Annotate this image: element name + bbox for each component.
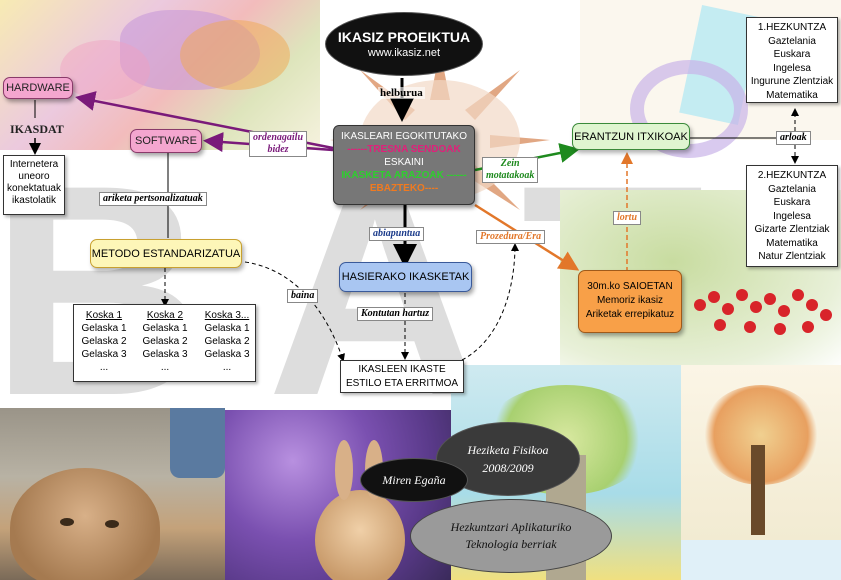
heziketa-line1: Heziketa Fisikoa	[468, 443, 549, 458]
center-line4: IKASKETA ARAZOAK ------	[334, 169, 474, 182]
label-arloak: arloak	[776, 131, 811, 145]
title-main: IKASIZ PROEIKTUA	[338, 29, 470, 45]
subject-item: Ingelesa	[747, 210, 837, 224]
edge-baina	[245, 262, 343, 360]
center-line1: IKASLEARI EGOKITUTAKO	[334, 130, 474, 143]
internet-line: Internetera	[4, 159, 64, 171]
gelaska-item: Gelaska 2	[198, 335, 256, 348]
title-url: www.ikasiz.net	[368, 47, 440, 59]
ikasleen-node[interactable]: IKASLEEN IKASTE ESTILO ETA ERRITMOA	[340, 360, 464, 393]
metodo-label: METODO ESTANDARIZATUA	[92, 248, 241, 260]
hasierako-label: HASIERAKO IKASKETAK	[342, 271, 470, 283]
label-baina: baina	[287, 289, 318, 303]
subject-item: Matematika	[747, 89, 837, 103]
label-prozedura: Prozedura/Era	[476, 230, 545, 244]
gelaska-item: Gelaska 3	[198, 348, 256, 361]
gelaska-item: ...	[137, 361, 193, 374]
hezkuntzari-line1: Hezkuntzari Aplikaturiko	[451, 520, 572, 535]
subject-item: Euskara	[747, 48, 837, 62]
heziketa-line2: 2008/2009	[482, 461, 533, 476]
erantzun-node[interactable]: ERANTZUN ITXIKOAK	[572, 123, 690, 150]
software-label: SOFTWARE	[135, 135, 197, 147]
label-ordenagailu: ordenagailu bidez	[249, 131, 307, 157]
title-ellipse: IKASIZ PROEIKTUA www.ikasiz.net	[325, 12, 483, 76]
koska-column: Koska 1 Gelaska 1 Gelaska 2 Gelaska 3 ..…	[76, 309, 132, 374]
metodo-node[interactable]: METODO ESTANDARIZATUA	[90, 239, 242, 268]
subject-item: Natur Zlentziak	[747, 250, 837, 264]
internet-schools-box: Internetera uneoro konektatuak ikastolat…	[3, 155, 65, 215]
gelaska-item: ...	[198, 361, 256, 374]
author-ellipse: Miren Egaña	[360, 458, 468, 502]
internet-line: ikastolatik	[4, 195, 64, 207]
hezkuntzari-line2: Teknologia berriak	[465, 537, 556, 552]
label-zein: Zein motatakoak	[482, 157, 538, 183]
label-lortu: lortu	[613, 211, 641, 225]
edge-ikasleen-prozedura	[462, 245, 515, 360]
subject-item: Gaztelania	[747, 183, 837, 197]
subject-item: Gaztelania	[747, 35, 837, 49]
hardware-node[interactable]: HARDWARE	[3, 77, 73, 99]
label-ordenagailu-line: bidez	[253, 144, 303, 156]
koska-column: Koska 3... Gelaska 1 Gelaska 2 Gelaska 3…	[198, 309, 256, 374]
saioetan-line: 30m.ko SAIOETAN	[579, 280, 681, 294]
label-ordenagailu-line: ordenagailu	[253, 132, 303, 144]
software-node[interactable]: SOFTWARE	[130, 129, 202, 153]
erantzun-label: ERANTZUN ITXIKOAK	[574, 131, 688, 143]
ikasleen-line: IKASLEEN IKASTE	[341, 363, 463, 377]
label-zein-line: motatakoak	[486, 170, 534, 182]
ikasleen-line: ESTILO ETA ERRITMOA	[341, 377, 463, 391]
center-line2: ------TRESNA SENDOAK	[334, 143, 474, 156]
gelaska-item: Gelaska 3	[137, 348, 193, 361]
subject-item: Matematika	[747, 237, 837, 251]
hezkuntza1-title: 1.HEZKUNTZA	[747, 21, 837, 35]
gelaska-item: Gelaska 1	[198, 322, 256, 335]
subject-item: Euskara	[747, 196, 837, 210]
koska-column: Koska 2 Gelaska 1 Gelaska 2 Gelaska 3 ..…	[137, 309, 193, 374]
subject-item: Gizarte Zlentziak	[747, 223, 837, 237]
koska-header: Koska 1	[76, 309, 132, 322]
hezkuntza2-title: 2.HEZKUNTZA	[747, 169, 837, 183]
center-line5: EBAZTEKO----	[334, 182, 474, 195]
saioetan-line: Memoriz ikasiz	[579, 294, 681, 308]
author-name: Miren Egaña	[382, 473, 445, 488]
gelaska-item: Gelaska 1	[76, 322, 132, 335]
gelaska-item: ...	[76, 361, 132, 374]
gelaska-item: Gelaska 1	[137, 322, 193, 335]
gelaska-item: Gelaska 2	[76, 335, 132, 348]
koska-header: Koska 2	[137, 309, 193, 322]
label-helburua: helburua	[378, 87, 425, 99]
subject-item: Ingelesa	[747, 62, 837, 76]
gelaska-item: Gelaska 3	[76, 348, 132, 361]
internet-line: uneoro	[4, 171, 64, 183]
center-line3: ESKAINI	[334, 156, 474, 169]
ikasdat-label: IKASDAT	[10, 122, 64, 137]
gelaska-item: Gelaska 2	[137, 335, 193, 348]
internet-line: konektatuak	[4, 183, 64, 195]
subject-item: Ingurune Zlentziak	[747, 75, 837, 89]
koska-header: Koska 3...	[198, 309, 256, 322]
saioetan-node[interactable]: 30m.ko SAIOETAN Memoriz ikasiz Ariketak …	[578, 270, 682, 333]
label-abiapuntua: abiapuntua	[369, 227, 424, 241]
hezkuntzari-ellipse: Hezkuntzari Aplikaturiko Teknologia berr…	[410, 499, 612, 573]
hezkuntza1-box: 1.HEZKUNTZA Gaztelania Euskara Ingelesa …	[746, 17, 838, 103]
hasierako-node[interactable]: HASIERAKO IKASKETAK	[339, 262, 472, 292]
center-box: IKASLEARI EGOKITUTAKO ------TRESNA SENDO…	[333, 125, 475, 205]
hardware-label: HARDWARE	[6, 82, 70, 94]
saioetan-line: Ariketak errepikatuz	[579, 308, 681, 322]
label-ariketa: ariketa pertsonalizatuak	[99, 192, 207, 206]
label-kontutan: Kontutan hartuz	[357, 307, 433, 321]
hezkuntza2-box: 2.HEZKUNTZA Gaztelania Euskara Ingelesa …	[746, 165, 838, 267]
label-zein-line: Zein	[486, 158, 534, 170]
